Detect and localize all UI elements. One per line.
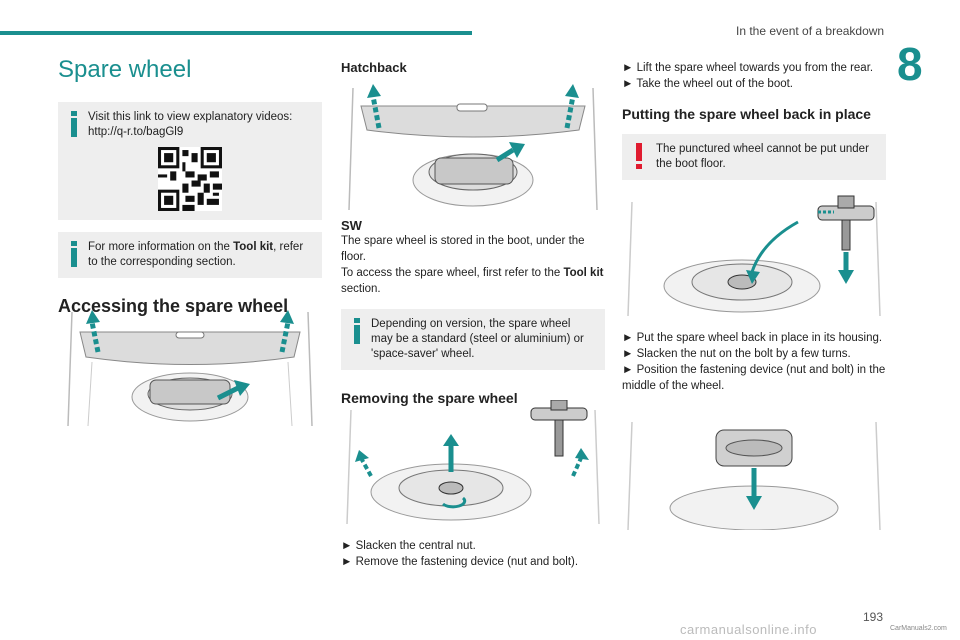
step-remove-device: ► Remove the fastening device (nut and b… <box>341 556 579 568</box>
toolkit-note-post: , refer to the corresponding section. <box>88 241 304 268</box>
qr-code-icon[interactable] <box>158 147 222 211</box>
step-take-wheel: ► Take the wheel out of the boot. <box>622 78 794 90</box>
diagram-putting-back <box>622 192 886 316</box>
toolkit-note-pre: For more information on the <box>88 241 234 253</box>
column-2: Hatchback <box>341 50 605 75</box>
chapter-number: 8 <box>897 38 923 90</box>
column-2-steps: ► Slacken the central nut. ► Remove the … <box>341 538 605 570</box>
column-3-steps: ► Put the spare wheel back in place in i… <box>622 330 886 394</box>
info-icon <box>71 111 77 137</box>
toolkit-info-box: For more information on the Tool kit, re… <box>58 232 322 278</box>
header-accent-bar <box>0 31 472 35</box>
diagram-removing <box>341 400 605 524</box>
version-info-box: Depending on version, the spare wheel ma… <box>341 309 605 370</box>
access-text-post: section. <box>341 283 381 295</box>
putting-back-illustration <box>627 195 881 316</box>
diagram-access-boot <box>58 302 322 426</box>
removing-heading: Removing the spare wheel <box>341 390 518 406</box>
column-2-text: SW The spare wheel is stored in the boot… <box>341 218 605 406</box>
warning-icon <box>636 143 642 169</box>
videos-note-text: Visit this link to view explanatory vide… <box>88 111 293 138</box>
sw-label: SW <box>341 218 362 233</box>
step-position-device: ► Position the fastening device (nut and… <box>622 364 886 392</box>
watermark: carmanualsonline.info <box>680 622 817 637</box>
warning-box: The punctured wheel cannot be put under … <box>622 134 886 180</box>
step-lift-wheel: ► Lift the spare wheel towards you from … <box>622 62 874 74</box>
step-slacken-nut: ► Slacken the central nut. <box>341 540 476 552</box>
sw-text: The spare wheel is stored in the boot, u… <box>341 235 585 263</box>
info-icon <box>71 241 77 267</box>
toolkit-link[interactable]: Tool kit <box>233 241 274 253</box>
hatchback-illustration <box>348 84 598 210</box>
diagram-hatchback <box>341 80 605 210</box>
section-title: In the event of a breakdown <box>736 24 885 38</box>
hatchback-label: Hatchback <box>341 60 407 75</box>
warning-text: The punctured wheel cannot be put under … <box>656 143 869 170</box>
toolkit-link-2[interactable]: Tool kit <box>563 267 604 279</box>
step-put-back: ► Put the spare wheel back in place in i… <box>622 332 883 344</box>
page-number: 193 <box>863 610 884 624</box>
putting-heading: Putting the spare wheel back in place <box>622 106 871 122</box>
diagram-position-device <box>622 412 886 530</box>
boot-illustration <box>67 310 313 426</box>
version-note-text: Depending on version, the spare wheel ma… <box>371 318 584 360</box>
position-device-illustration <box>627 421 881 530</box>
step-slacken-bolt: ► Slacken the nut on the bolt by a few t… <box>622 348 851 360</box>
page-title: Spare wheel <box>58 56 192 83</box>
column-3: ► Lift the spare wheel towards you from … <box>622 50 886 180</box>
access-text-pre: To access the spare wheel, first refer t… <box>341 267 564 279</box>
access-heading: Accessing the spare wheel <box>58 296 289 316</box>
videos-info-box: Visit this link to view explanatory vide… <box>58 102 322 220</box>
column-1: Spare wheel Visit this link to view expl… <box>58 50 322 317</box>
info-icon <box>354 318 360 344</box>
watermark-small: CarManuals2.com <box>890 625 947 632</box>
removing-illustration <box>346 400 600 524</box>
